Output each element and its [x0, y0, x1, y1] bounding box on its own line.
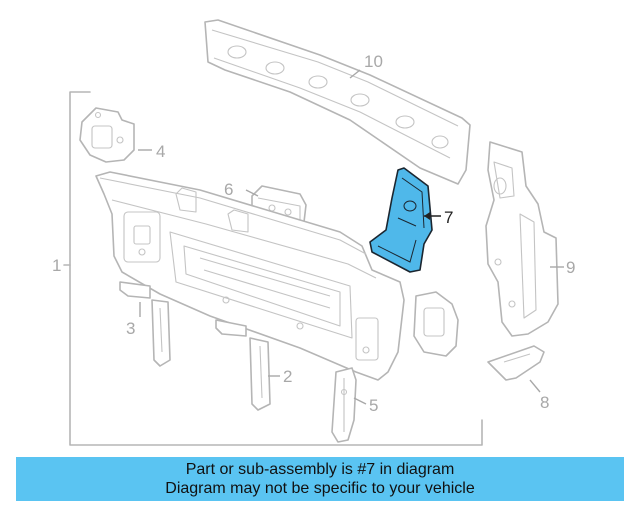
callout-7: 7 [444, 208, 453, 227]
caption-line-2: Diagram may not be specific to your vehi… [165, 480, 475, 497]
callout-1: 1 [52, 256, 61, 275]
part-3-bracket [119, 281, 171, 367]
callout-5: 5 [369, 396, 378, 415]
callout-6: 6 [224, 180, 233, 199]
callout-4: 4 [156, 142, 165, 161]
callout-9: 9 [566, 258, 575, 277]
right-mount-bracket [413, 291, 459, 357]
callout-2: 2 [283, 367, 292, 386]
part-8-gusset [487, 345, 545, 381]
part-1-main-panel [95, 171, 405, 381]
assembly-bracket [63, 91, 483, 446]
part-9-side-pillar [485, 141, 559, 337]
caption-line-1: Part or sub-assembly is #7 in diagram [185, 461, 455, 478]
part-4-bracket [79, 107, 135, 163]
part-7-highlighted [369, 167, 433, 273]
caption-banner: Part or sub-assembly is #7 in diagram Di… [16, 457, 624, 501]
callout-10: 10 [364, 52, 383, 71]
callout-3: 3 [126, 319, 135, 338]
part-5-bracket [331, 367, 357, 443]
callout-leaders [138, 69, 564, 405]
part-2-bracket [215, 319, 271, 411]
parts-diagram: 1 2 3 4 5 6 7 8 9 10 [52, 19, 575, 446]
part-10-upper-rail [204, 19, 471, 185]
callout-8: 8 [540, 393, 549, 412]
